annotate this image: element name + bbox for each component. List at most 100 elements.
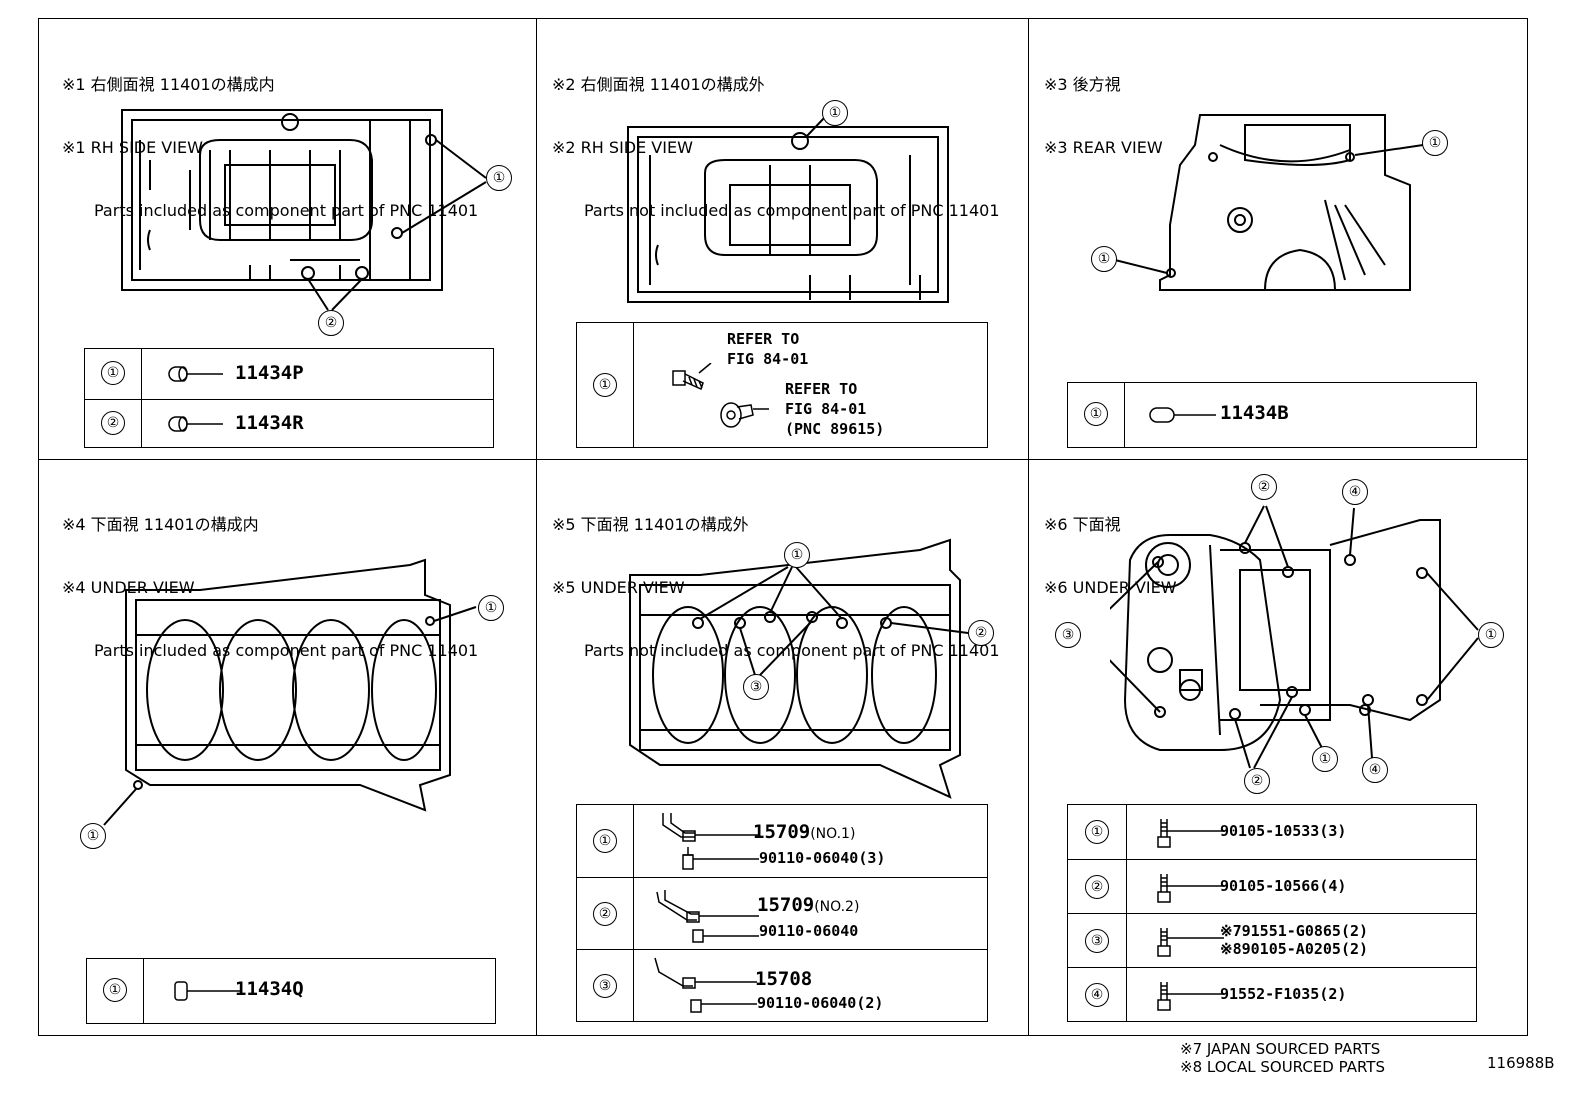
part-number[interactable]: 91552-F1035(2) <box>1220 985 1347 1003</box>
part-number[interactable]: 15708 <box>755 968 813 990</box>
table-row: ① 11434P <box>85 349 493 399</box>
panel3-title-en: ※3 REAR VIEW <box>1044 138 1163 157</box>
panel6-parts-table: ① 90105-10533(3) ② 90105-10566(4) ③ ※791… <box>1067 804 1477 1022</box>
index-label: ② <box>1085 875 1109 899</box>
callout-3: ③ <box>1055 622 1081 648</box>
panel1-parts-table: ① 11434P ② 11434R <box>84 348 494 448</box>
panel1-title-en: ※1 RH SIDE VIEW <box>62 138 203 157</box>
index-label: ③ <box>593 974 617 998</box>
table-row: ① 90105-10533(3) <box>1068 805 1476 859</box>
panel2-title-en: ※2 RH SIDE VIEW <box>552 138 693 157</box>
callout-1: ① <box>822 100 848 126</box>
bolt-icon <box>1157 819 1224 848</box>
panel6-title-jp: ※6 下面視 <box>1044 515 1121 534</box>
panel1-title-jp: ※1 右側面視 11401の構成内 <box>62 75 275 94</box>
grid-divider <box>1028 18 1029 1036</box>
part-suffix: (NO.2) <box>814 899 860 915</box>
callout-2: ② <box>968 620 994 646</box>
index-label: ④ <box>1085 983 1109 1007</box>
panel4-title-en: ※4 UNDER VIEW <box>62 578 195 597</box>
table-row: ① REFER TO FIG 84-01 REFER TO FIG 84-01 … <box>577 323 987 447</box>
index-label: ② <box>101 411 125 435</box>
panel5-title-jp: ※5 下面視 11401の構成外 <box>552 515 749 534</box>
callout-1: ① <box>1478 622 1504 648</box>
panel4-engine-block-under <box>103 558 477 826</box>
part-number[interactable]: 11434R <box>235 412 304 434</box>
panel3-header: ※3 後方視 ※3 REAR VIEW <box>1044 32 1163 179</box>
panel4-title-jp: ※4 下面視 11401の構成内 <box>62 515 259 534</box>
panel6-title-en: ※6 UNDER VIEW <box>1044 578 1177 597</box>
sensor-bolt-icon <box>672 363 769 428</box>
part-number[interactable]: 15709(NO.1) <box>753 821 856 843</box>
panel3-title-jp: ※3 後方視 <box>1044 75 1121 94</box>
callout-3: ③ <box>743 674 769 700</box>
part-number[interactable]: 11434B <box>1220 402 1289 424</box>
bolt-number[interactable]: 90110-06040 <box>759 922 859 940</box>
bolt-number[interactable]: 90110-06040(3) <box>759 849 886 867</box>
grid-divider <box>38 459 1528 460</box>
panel6-engine-block-under-oil-pan <box>1110 505 1479 769</box>
part-number-japan[interactable]: ※791551-G0865(2) <box>1220 922 1369 940</box>
callout-1: ① <box>80 823 106 849</box>
oil-jet-icon <box>656 890 759 943</box>
diagram-frame <box>38 18 1528 1036</box>
table-row: ① 15709(NO.1) 90110-06040(3) <box>577 805 987 877</box>
bolt-icon <box>1157 874 1224 903</box>
callout-1: ① <box>1422 130 1448 156</box>
footnote-japan-sourced: ※7 JAPAN SOURCED PARTS <box>1180 1040 1381 1058</box>
index-label: ① <box>1085 820 1109 844</box>
dowel-pin-icon <box>168 366 223 382</box>
bolt-icon <box>1157 982 1224 1011</box>
panel2-title-jp: ※2 右側面視 11401の構成外 <box>552 75 765 94</box>
table-row: ④ 91552-F1035(2) <box>1068 967 1476 1022</box>
table-row: ② 15709(NO.2) 90110-06040 <box>577 877 987 950</box>
bolt-number[interactable]: 90110-06040(2) <box>757 994 884 1012</box>
dowel-pin-icon <box>1149 407 1216 423</box>
index-label: ① <box>593 373 617 397</box>
callout-2: ② <box>318 310 344 336</box>
table-row: ③ 15708 90110-06040(2) <box>577 949 987 1022</box>
panel6-header: ※6 下面視 ※6 UNDER VIEW <box>1044 472 1177 619</box>
dowel-pin-icon <box>168 416 223 432</box>
callout-1: ① <box>486 165 512 191</box>
panel5-header: ※5 下面視 11401の構成外 ※5 UNDER VIEW Parts not… <box>552 472 1000 682</box>
refer-note-fig84[interactable]: REFER TO FIG 84-01 <box>727 330 809 368</box>
panel2-engine-block-rh-side <box>627 116 949 303</box>
oil-jet-icon <box>654 957 757 1013</box>
dowel-pin-icon <box>174 981 241 1001</box>
bolt-icon <box>1157 928 1224 957</box>
callout-2: ② <box>1244 768 1270 794</box>
callout-4: ④ <box>1362 757 1388 783</box>
index-label: ① <box>593 829 617 853</box>
panel3-parts-table: ① 11434B <box>1067 382 1477 448</box>
panel3-engine-block-rear <box>1114 114 1424 291</box>
table-row: ① 11434B <box>1068 383 1476 447</box>
callout-1: ① <box>1312 746 1338 772</box>
part-number[interactable]: 11434P <box>235 362 304 384</box>
callout-1: ① <box>478 595 504 621</box>
part-number-local[interactable]: ※890105-A0205(2) <box>1220 940 1369 958</box>
index-label: ② <box>593 902 617 926</box>
part-number[interactable]: 11434Q <box>235 978 304 1000</box>
table-row: ① 11434Q <box>87 959 495 1023</box>
table-row: ② 11434R <box>85 399 493 448</box>
refer-note-pnc89615[interactable]: REFER TO FIG 84-01 (PNC 89615) <box>785 380 885 438</box>
part-number[interactable]: 90105-10566(4) <box>1220 877 1347 895</box>
panel2-parts-table: ① REFER TO FIG 84-01 REFER TO FIG 84-01 … <box>576 322 988 448</box>
index-label: ③ <box>1085 929 1109 953</box>
panel1-header: ※1 右側面視 11401の構成内 ※1 RH SIDE VIEW Parts … <box>62 32 478 242</box>
table-row: ② 90105-10566(4) <box>1068 859 1476 914</box>
panel4-parts-table: ① 11434Q <box>86 958 496 1024</box>
callout-2: ② <box>1251 474 1277 500</box>
index-label: ① <box>103 978 127 1002</box>
part-number[interactable]: 15709(NO.2) <box>757 894 860 916</box>
part-number[interactable]: 90105-10533(3) <box>1220 822 1347 840</box>
index-label: ① <box>1084 402 1108 426</box>
figure-id: 116988B <box>1487 1054 1555 1072</box>
callout-1: ① <box>784 542 810 568</box>
callout-1: ① <box>1091 246 1117 272</box>
callout-4: ④ <box>1342 479 1368 505</box>
index-label: ① <box>101 361 125 385</box>
panel5-title-en: ※5 UNDER VIEW <box>552 578 685 597</box>
panel5-parts-table: ① 15709(NO.1) 90110-06040(3) ② 15709(NO.… <box>576 804 988 1022</box>
